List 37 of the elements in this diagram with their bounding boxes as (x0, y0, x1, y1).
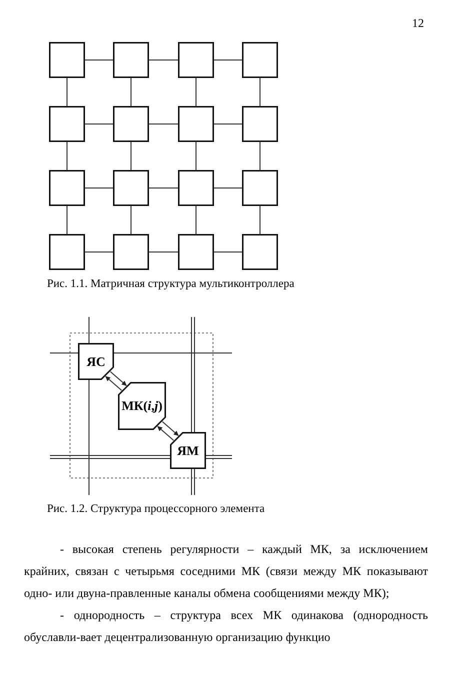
controller-box (242, 170, 278, 206)
controller-box (113, 170, 149, 206)
controller-box (49, 106, 85, 142)
arrow (105, 376, 122, 391)
controller-box (113, 42, 149, 78)
controller-box (242, 42, 278, 78)
page-number: 12 (412, 15, 424, 32)
controller-box (49, 42, 85, 78)
connector-line (66, 142, 68, 170)
arrow (110, 371, 127, 386)
connector-line (130, 78, 132, 106)
figure-caption: Рис. 1.2. Структура процессорного элемента (47, 502, 265, 517)
block-label: ЯМ (177, 442, 199, 460)
controller-box (178, 106, 214, 142)
block-label: МК(i,j) (122, 397, 162, 416)
arrow (157, 426, 174, 441)
connector-line (130, 142, 132, 170)
processor-block (170, 432, 206, 469)
controller-box (113, 234, 149, 270)
controller-box (242, 234, 278, 270)
connector-line (66, 78, 68, 106)
controller-box (242, 106, 278, 142)
controller-box (49, 170, 85, 206)
arrow (162, 421, 179, 436)
paragraph: - однородность – структура всех МК одинакова (однородность обуславли-вает децентрализованную организацию функцио (24, 607, 428, 646)
controller-box (49, 234, 85, 270)
connector-line (66, 206, 68, 234)
controller-box (178, 170, 214, 206)
controller-box (178, 234, 214, 270)
paragraph: - высокая степень регулярности – каждый МК, за исключением крайних, связан с четырьмя соседними МК (связи между МК показывают одно- или двуна-правленные каналы обмена сообщениями между МК); (24, 541, 428, 602)
connector-line (130, 206, 132, 234)
processor-block (118, 382, 166, 430)
controller-box (113, 106, 149, 142)
block-label: ЯС (86, 352, 106, 371)
figure-caption: Рис. 1.1. Матричная структура мультиконтроллера (47, 277, 294, 292)
controller-box (178, 42, 214, 78)
processor-block (78, 343, 114, 380)
